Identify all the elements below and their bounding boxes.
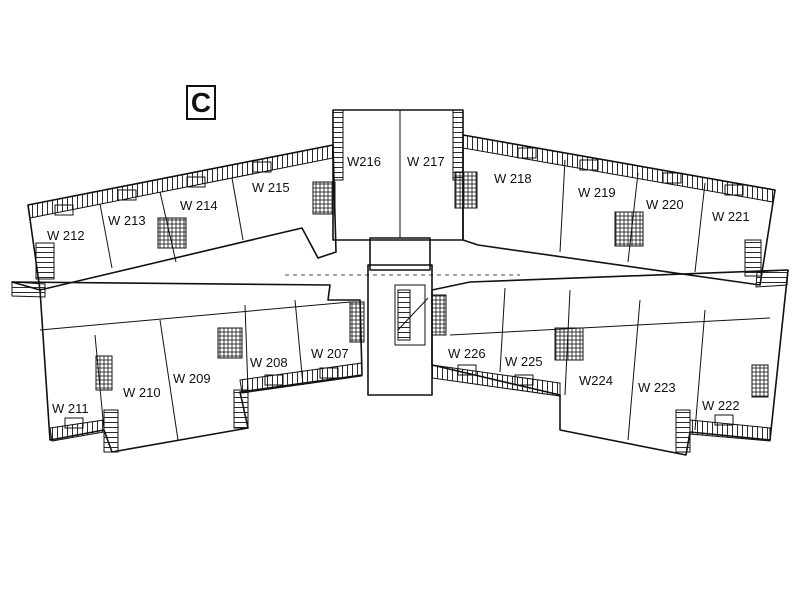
- corridor-wall: [449, 317, 771, 336]
- center-block: [332, 109, 464, 396]
- window: [186, 176, 206, 188]
- unit-label-w213: W 213: [108, 213, 146, 228]
- window: [514, 374, 534, 386]
- wall: [231, 177, 244, 241]
- window: [117, 189, 137, 201]
- center-connector: [369, 237, 431, 271]
- balcony-strip: [755, 269, 789, 288]
- balcony-strip: [675, 409, 691, 453]
- unit-label-w208: W 208: [250, 355, 288, 370]
- unit-labels: W 212 W 213 W 214 W 215 W216 W 217 W 218…: [47, 154, 750, 416]
- window: [64, 417, 84, 429]
- unit-label-w220: W 220: [646, 197, 684, 212]
- center-top-block: [332, 109, 464, 241]
- unit-label-w214: W 214: [180, 198, 218, 213]
- stairwell: [394, 284, 426, 346]
- wall: [499, 287, 506, 373]
- balcony-strip: [431, 364, 561, 397]
- stair-core: [454, 171, 478, 209]
- corridor-wall: [39, 301, 351, 331]
- window: [517, 147, 537, 159]
- unit-label-w226: W 226: [448, 346, 486, 361]
- unit-label-w221: W 221: [712, 209, 750, 224]
- wall: [159, 319, 179, 441]
- unit-label-w218: W 218: [494, 171, 532, 186]
- window: [319, 367, 339, 379]
- window: [662, 172, 682, 184]
- balcony-strip: [103, 409, 119, 453]
- stair-core: [95, 355, 113, 391]
- wall: [294, 299, 304, 386]
- stair-core: [751, 364, 769, 398]
- wall: [559, 159, 566, 253]
- stair-core: [431, 294, 447, 336]
- stair-core: [554, 327, 584, 361]
- balcony-strip: [11, 281, 46, 298]
- right-wing: [431, 134, 789, 456]
- unit-label-w209: W 209: [173, 371, 211, 386]
- balcony-strip: [332, 109, 344, 181]
- wall: [694, 309, 706, 431]
- wall: [99, 203, 113, 269]
- window: [724, 184, 744, 196]
- window: [579, 159, 599, 171]
- unit-label-w210: W 210: [123, 385, 161, 400]
- unit-label-w224: W224: [579, 373, 613, 388]
- unit-label-w216: W216: [347, 154, 381, 169]
- balcony-strip: [35, 242, 55, 280]
- balcony-strip: [744, 239, 762, 277]
- stair-core: [349, 301, 365, 343]
- stair-arrow: [397, 297, 429, 331]
- window: [54, 204, 74, 216]
- window: [252, 161, 272, 173]
- balcony-strip: [233, 389, 249, 429]
- wall: [694, 182, 706, 273]
- unit-label-w212: W 212: [47, 228, 85, 243]
- unit-label-w207: W 207: [311, 346, 349, 361]
- balcony-strip: [452, 109, 464, 181]
- stair-core: [157, 217, 187, 249]
- window: [264, 374, 284, 386]
- unit-label-w222: W 222: [702, 398, 740, 413]
- balcony-strip: [689, 419, 771, 442]
- balcony-strip: [462, 134, 776, 203]
- stairs: [397, 289, 411, 341]
- unit-label-w223: W 223: [638, 380, 676, 395]
- section-letter: C: [190, 86, 212, 118]
- unit-label-w217: W 217: [407, 154, 445, 169]
- unit-label-w211: W 211: [52, 401, 89, 416]
- wall: [244, 304, 249, 391]
- unit-label-w225: W 225: [505, 354, 543, 369]
- window: [457, 364, 477, 376]
- section-badge: C: [186, 85, 216, 120]
- stair-core: [312, 181, 336, 215]
- unit-label-w215: W 215: [252, 180, 290, 195]
- window: [714, 414, 734, 426]
- stair-core: [217, 327, 243, 359]
- balcony-strip: [49, 419, 105, 442]
- left-wing: [11, 144, 365, 453]
- unit-label-w219: W 219: [578, 185, 616, 200]
- stair-core: [614, 211, 644, 247]
- wall: [627, 299, 641, 441]
